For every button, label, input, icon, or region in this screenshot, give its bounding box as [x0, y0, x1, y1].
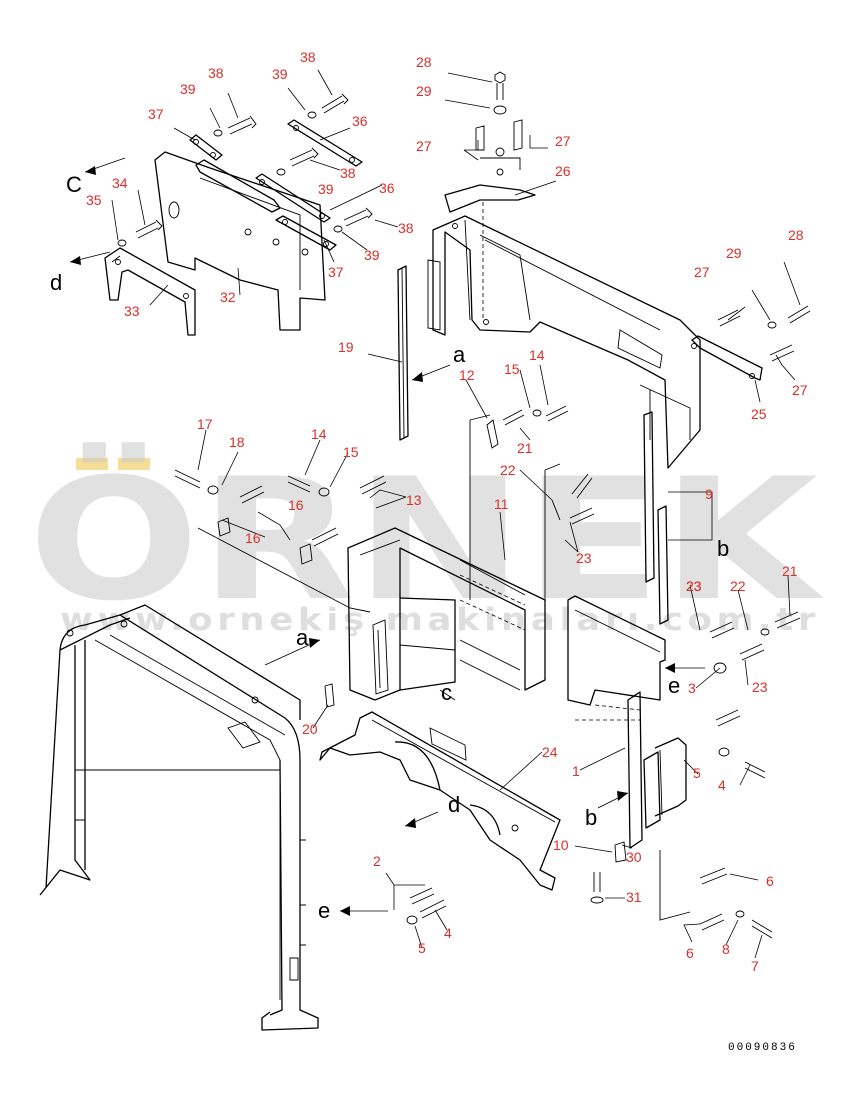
base-bracket-24	[319, 711, 561, 891]
callout-10: 10	[553, 837, 569, 853]
callout-25: 25	[751, 406, 767, 422]
upper-frame	[427, 184, 701, 469]
callout-19: 19	[338, 339, 354, 355]
callout-21: 21	[517, 440, 533, 456]
cover-plate-32	[154, 151, 326, 331]
callout-2: 2	[373, 853, 381, 869]
callout-33: 33	[124, 303, 140, 319]
callout-7: 7	[751, 958, 759, 974]
callout-29: 29	[726, 245, 742, 261]
callout-39: 39	[318, 181, 334, 197]
ref-b: b	[585, 805, 597, 830]
callout-14: 14	[311, 426, 327, 442]
watermark-url: www.ornekiş makinaları.com.tr	[60, 602, 820, 638]
callout-16: 16	[245, 530, 261, 546]
ref-a: a	[453, 342, 466, 367]
reference-labels: C d a a b b c d e e	[50, 172, 729, 923]
callout-6: 6	[686, 945, 694, 961]
callout-23: 23	[752, 679, 768, 695]
callout-13: 13	[406, 492, 422, 508]
callout-37: 37	[328, 264, 344, 280]
callout-39: 39	[180, 81, 196, 97]
ref-e: e	[318, 898, 330, 923]
leader-lines	[111, 69, 801, 959]
callout-38: 38	[300, 49, 316, 65]
callout-4: 4	[444, 925, 452, 941]
ref-d: d	[448, 792, 460, 817]
callout-6: 6	[766, 873, 774, 889]
callout-36: 36	[379, 180, 395, 196]
callout-12: 12	[459, 367, 475, 383]
callout-28: 28	[416, 54, 432, 70]
callout-38: 38	[340, 165, 356, 181]
rops-frame	[39, 604, 319, 1031]
watermark-umlaut-dot	[76, 458, 108, 470]
callout-23: 23	[686, 578, 702, 594]
fasteners-center	[174, 405, 801, 939]
callout-27: 27	[416, 138, 432, 154]
callout-29: 29	[416, 83, 432, 99]
callout-23: 23	[576, 550, 592, 566]
callout-28: 28	[788, 227, 804, 243]
callout-labels: 1 2 3 4 4 5 5 6 6 7 8 9 10 11 12 13 14 1…	[86, 49, 808, 974]
callout-22: 22	[730, 578, 746, 594]
callout-17: 17	[197, 416, 213, 432]
ref-c: c	[441, 680, 452, 705]
ref-C: C	[66, 172, 82, 197]
callout-35: 35	[86, 192, 102, 208]
callout-18: 18	[229, 434, 245, 450]
seal-strip-19	[397, 265, 409, 441]
callout-39: 39	[364, 247, 380, 263]
callout-27: 27	[792, 382, 808, 398]
callout-9: 9	[705, 486, 713, 502]
callout-15: 15	[343, 444, 359, 460]
callout-3: 3	[688, 680, 696, 696]
center-box	[347, 414, 561, 701]
callout-27: 27	[555, 133, 571, 149]
callout-5: 5	[693, 765, 701, 781]
bracket-36-37	[189, 119, 363, 251]
reference-arrows	[69, 157, 705, 916]
ref-d: d	[50, 270, 62, 295]
callout-30: 30	[626, 849, 642, 865]
callout-23: 23	[686, 578, 702, 594]
watermark-umlaut-dot	[118, 458, 150, 470]
callout-8: 8	[722, 941, 730, 957]
callout-24: 24	[542, 744, 558, 760]
callout-22: 22	[500, 462, 516, 478]
callout-38: 38	[398, 220, 414, 236]
ref-a: a	[296, 625, 309, 650]
callout-4: 4	[718, 777, 726, 793]
drawing-code: 00090836	[728, 1042, 797, 1054]
callout-16: 16	[288, 497, 304, 513]
callout-11: 11	[494, 496, 509, 512]
callout-37: 37	[148, 106, 164, 122]
bracket-33	[104, 247, 196, 336]
callout-31: 31	[626, 889, 642, 905]
callout-1: 1	[572, 763, 580, 779]
callout-26: 26	[555, 163, 571, 179]
callout-32: 32	[220, 289, 236, 305]
callout-21: 21	[782, 563, 798, 579]
callout-39: 39	[272, 66, 288, 82]
ref-b: b	[717, 536, 729, 561]
bolts-upper-left	[117, 93, 373, 247]
callout-5: 5	[418, 940, 426, 956]
callout-34: 34	[112, 175, 128, 191]
callout-14: 14	[529, 347, 545, 363]
callout-15: 15	[504, 361, 520, 377]
ref-e: e	[668, 673, 680, 698]
seal-strip-9	[643, 411, 669, 625]
side-panel-1	[567, 595, 691, 921]
callout-36: 36	[352, 113, 368, 129]
callout-20: 20	[302, 721, 318, 737]
bracket-25	[691, 305, 811, 381]
parts-line-art	[39, 69, 811, 1031]
callout-38: 38	[208, 65, 224, 81]
callout-27: 27	[694, 264, 710, 280]
bolts-top-center	[475, 71, 523, 176]
